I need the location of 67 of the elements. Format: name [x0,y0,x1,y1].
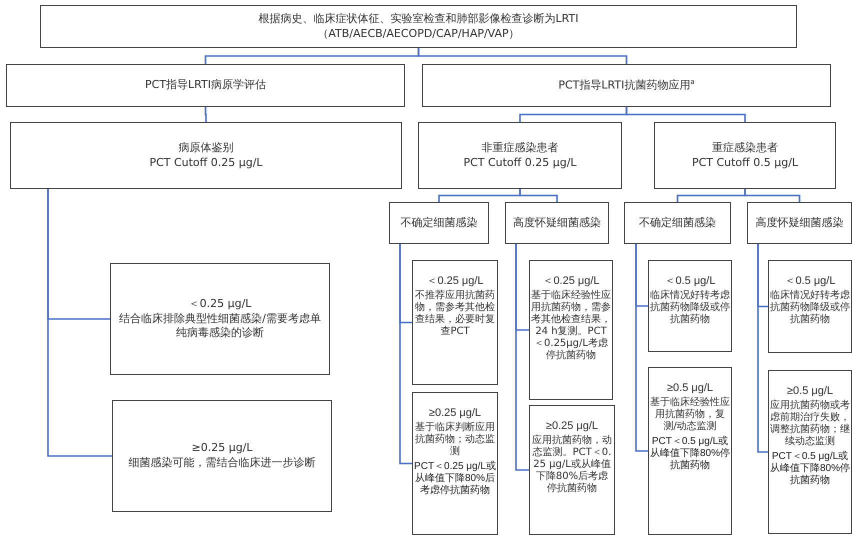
process-box [768,370,852,534]
threshold-label: ≥0.5 μg/L [666,382,713,396]
process-box [529,260,613,400]
box-text: 基于临床经验性应用抗菌药物，需参考其他检查结果，24 h复测。PCT＜0.25μg/L考虑停抗菌药物 [531,290,611,362]
connector-line [744,189,800,202]
connector-line [519,189,558,202]
process-box [10,122,402,189]
threshold-label: ≥0.25 μg/L [546,420,598,434]
process-box [624,202,731,244]
box-text: 高度怀疑细菌感染 [756,216,844,230]
process-box [654,122,836,189]
box-text: PCT Cutoff 0.25 μg/L [149,156,263,170]
box-text: PCT＜0.5 μg/L或从峰值下降80%停抗菌药物 [650,436,730,472]
box-text: 非重症感染患者 [482,140,558,156]
box-text: PCT指导LRTI病原学评估 [145,78,266,93]
connector-line [399,244,412,464]
box-text: 不推荐应用抗菌药物，需参考其他检查结果，必要时复查PCT [414,290,496,338]
process-box [412,260,498,385]
process-box [112,400,332,512]
box-text: （ATB/AECB/AECOPD/CAP/HAP/VAP） [317,26,520,42]
box-text: 临床情况好转考虑抗菌药物降级或停抗菌药物 [650,290,730,326]
threshold-label: ＜0.25 μg/L [542,275,600,288]
connector-line [418,48,628,64]
threshold-label: ≥0.25 μg/L [191,441,253,456]
box-text: 应用抗菌药物，动态监测。PCT＜0.25 μg/L或从峰值下降80%后考虑停抗菌药物 [531,435,613,496]
box-text: 根据病史、临床症状体征、实验室检查和肺部影像检查诊断为LRTI [258,12,578,26]
process-box [529,405,615,535]
box-text: 基于临床经验性应用抗菌药物，复测/动态监测 [650,397,730,434]
connector-line [757,244,768,453]
box-text: 应用抗菌药物或考虑前期治疗失败，调整抗菌药物；继续动态监测 [770,400,850,448]
box-text: 结合临床排除典型性细菌感染/需要考虑单纯病毒感染的诊断 [118,312,322,342]
threshold-label: ＜0.5 μg/L [784,275,836,288]
process-box [389,202,489,244]
box-text: PCT Cutoff 0.25 μg/L [463,156,577,170]
threshold-label: ＜0.25 μg/L [188,296,252,312]
threshold-label: ＜0.5 μg/L [664,275,716,288]
connector-line [204,107,207,122]
box-text: PCT Cutoff 0.5 μg/L [692,156,798,170]
process-box [6,64,405,107]
process-box [648,367,732,535]
connector-line [515,244,529,471]
box-text: 高度怀疑细菌感染 [513,216,601,230]
connector-line [635,244,648,452]
threshold-label: ≥0.25 μg/L [428,407,482,420]
process-box [648,260,732,352]
process-box [505,202,609,244]
box-text: 病原体鉴别 [178,140,234,156]
box-text: PCT指导LRTI抗菌药物应用$^{a}$ [558,78,695,94]
connector-line [47,189,112,457]
process-box [110,263,330,375]
process-box [747,202,852,244]
process-box [412,392,498,535]
box-text: 不确定细菌感染 [639,216,716,230]
connector-line [626,107,746,122]
box-text: 基于临床判断应用抗菌药物；动态监测 [414,422,496,458]
box-text: 细菌感染可能，需结合临床进一步诊断 [128,456,316,471]
threshold-label: ＜0.25 μg/L [426,275,484,288]
box-text: 不确定细菌感染 [400,216,478,230]
process-box [768,260,852,353]
box-text: 重症感染患者 [712,140,778,156]
box-text: 临床情况好转考虑抗菌药物降级或停抗菌药物 [770,290,850,326]
threshold-label: ≥0.5 μg/L [786,385,833,398]
process-box [418,122,622,189]
box-text: PCT＜0.25 μg/L或从峰值下降80%后考虑停抗菌药物 [414,461,496,498]
process-box [422,64,831,107]
process-box [40,5,797,48]
box-text: PCT＜0.5 μg/L或从峰值下降80%停抗菌药物 [770,451,850,488]
